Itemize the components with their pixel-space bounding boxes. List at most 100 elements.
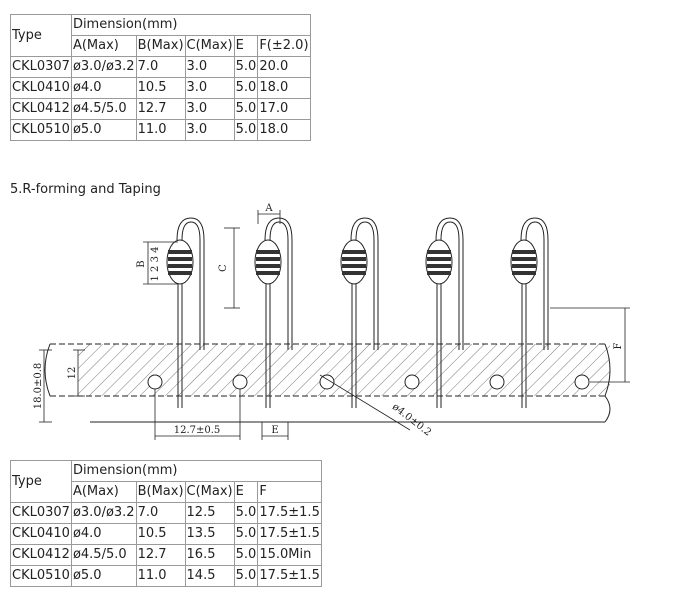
height-f-label: F: [613, 342, 624, 349]
column-header: F(±2.0): [257, 35, 311, 57]
table-cell: 12.7: [135, 544, 186, 566]
table-cell: 12.5: [184, 502, 235, 524]
lead-wire: [350, 217, 379, 350]
pitch-label: 12.7±0.5: [174, 425, 221, 436]
inductor-body: [166, 239, 194, 285]
column-header: C(Max): [184, 481, 235, 503]
color-band: [256, 257, 280, 261]
table-cell: CKL0307: [10, 502, 72, 524]
table-cell: ø4.5/5.0: [70, 98, 137, 120]
column-header: B(Max): [135, 35, 186, 57]
lead-wire: [525, 221, 545, 350]
table-cell: CKL0412: [10, 544, 72, 566]
table-cell: CKL0307: [10, 56, 72, 78]
table-cell: 10.5: [135, 523, 186, 545]
color-band: [427, 271, 451, 275]
table-cell: CKL0410: [10, 77, 72, 99]
table-cell: 16.5: [184, 544, 235, 566]
column-header: E: [233, 35, 259, 57]
table-cell: 17.5±1.5: [257, 502, 322, 524]
table-cell: 11.0: [135, 565, 186, 587]
inductor-component: [510, 217, 549, 408]
table-row: CKL0410 ø4.0 10.5 3.0 5.0 18.0: [10, 77, 311, 99]
color-band: [427, 257, 451, 261]
table-row: CKL0307 ø3.0/ø3.2 7.0 3.0 5.0 20.0: [10, 56, 311, 78]
color-band: [342, 264, 366, 268]
column-header: E: [233, 481, 259, 503]
table-cell: ø3.0/ø3.2: [70, 502, 137, 524]
table-cell: 5.0: [233, 502, 259, 524]
table-cell: 18.0: [257, 77, 311, 99]
table-cell: CKL0412: [10, 98, 72, 120]
table-cell: 11.0: [135, 119, 186, 141]
inductor-body: [425, 239, 453, 285]
table-row: CKL0307 ø3.0/ø3.2 7.0 12.5 5.0 17.5±1.5: [10, 502, 322, 524]
table-cell: 5.0: [233, 77, 259, 99]
color-band: [427, 250, 451, 254]
table-cell: ø4.0: [70, 523, 137, 545]
lead-spacing-label: E: [271, 425, 278, 436]
header-type: Type: [10, 14, 72, 57]
table-cell: 5.0: [233, 119, 259, 141]
table-cell: 10.5: [135, 77, 186, 99]
table-cell: 12.7: [135, 98, 186, 120]
table-cell: 3.0: [184, 119, 235, 141]
band-numbers-label: 1 2 3 4: [150, 247, 161, 282]
table-cell: 20.0: [257, 56, 311, 78]
table-cell: 3.0: [184, 77, 235, 99]
color-band: [256, 264, 280, 268]
table-cell: 5.0: [233, 98, 259, 120]
table-cell: 5.0: [233, 544, 259, 566]
color-band: [512, 271, 536, 275]
color-band: [168, 264, 192, 268]
lead-wire: [435, 217, 464, 350]
table-cell: 17.5±1.5: [257, 523, 322, 545]
table-cell: CKL0510: [10, 119, 72, 141]
carrier-tape: [44, 343, 611, 423]
diameter-a-label: A: [264, 203, 273, 214]
body-length-label: B: [136, 260, 147, 267]
lead-wire: [440, 221, 460, 350]
table-cell: CKL0510: [10, 565, 72, 587]
table-cell: 18.0: [257, 119, 311, 141]
column-header: A(Max): [70, 35, 137, 57]
table-cell: ø3.0/ø3.2: [70, 56, 137, 78]
color-band: [168, 271, 192, 275]
table-cell: 17.0: [257, 98, 311, 120]
table-row: CKL0510 ø5.0 11.0 3.0 5.0 18.0: [10, 119, 311, 141]
table-cell: 3.0: [184, 98, 235, 120]
inductor-component: [254, 217, 293, 408]
color-band: [256, 250, 280, 254]
column-header: C(Max): [184, 35, 235, 57]
color-band: [342, 271, 366, 275]
inductor-component: [166, 217, 205, 408]
table-cell: 7.0: [135, 56, 186, 78]
color-band: [512, 250, 536, 254]
table-cell: 7.0: [135, 502, 186, 524]
inductor-body: [340, 239, 368, 285]
color-band: [342, 257, 366, 261]
lead-wire: [269, 221, 289, 350]
table-cell: ø5.0: [70, 119, 137, 141]
table-cell: ø4.5/5.0: [70, 544, 137, 566]
table-row: CKL0410 ø4.0 10.5 13.5 5.0 17.5±1.5: [10, 523, 322, 545]
components: [166, 217, 549, 408]
lead-wire: [355, 221, 375, 350]
table-cell: 17.5±1.5: [257, 565, 322, 587]
lead-wire: [181, 221, 201, 350]
table-row: CKL0412 ø4.5/5.0 12.7 16.5 5.0 15.0Min: [10, 544, 322, 566]
dimension-lines: [39, 210, 630, 440]
dimension-table-1: Type Dimension(mm) A(Max) B(Max) C(Max) …: [10, 14, 311, 141]
table-row: CKL0412 ø4.5/5.0 12.7 3.0 5.0 17.0: [10, 98, 311, 120]
header-dimension: Dimension(mm): [70, 460, 322, 482]
table-cell: 15.0Min: [257, 544, 322, 566]
color-band: [168, 250, 192, 254]
lead-wire: [264, 217, 293, 350]
dimension-table-2: Type Dimension(mm) A(Max) B(Max) C(Max) …: [10, 460, 322, 587]
table-cell: ø5.0: [70, 565, 137, 587]
header-type: Type: [10, 460, 72, 503]
table-cell: 5.0: [233, 565, 259, 587]
table-cell: ø4.0: [70, 77, 137, 99]
column-header: A(Max): [70, 481, 137, 503]
color-band: [512, 257, 536, 261]
